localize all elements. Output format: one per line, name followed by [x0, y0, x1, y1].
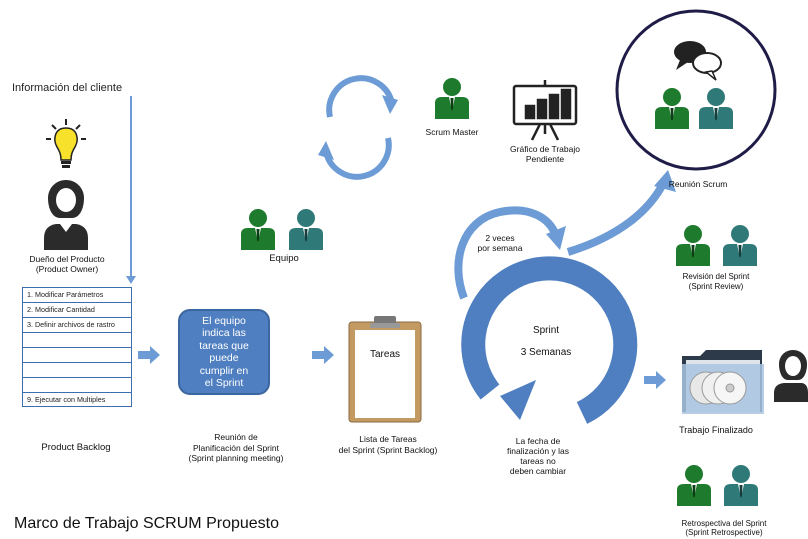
page-title: Marco de Trabajo SCRUM Propuesto [14, 515, 279, 532]
review-member-icon [723, 225, 757, 266]
client-info-label: Información del cliente [12, 82, 123, 94]
team-member-icon [241, 209, 275, 250]
cycle-arrows-icon [323, 75, 395, 180]
arrow-team-to-tasks [312, 346, 334, 364]
finished-work-label: Trabajo Finalizado [679, 425, 753, 435]
backlog-item [23, 363, 131, 378]
backlog-item [23, 333, 131, 348]
tasks-label: Tareas [369, 349, 400, 360]
sprint-duration-label: 3 Semanas [520, 347, 572, 358]
sprint-review-label: Revisión del Sprint (Sprint Review) [682, 272, 750, 291]
scrum-meeting-circle [615, 9, 777, 171]
team-tasks-text: El equipo indica las tareas que puede cu… [199, 314, 249, 390]
team-tasks-box: El equipo indica las tareas que puede cu… [178, 309, 270, 395]
sprint-backlog-label: Lista de Tareas del Sprint (Sprint Backl… [338, 434, 438, 455]
planning-meeting-label: Reunión de Planificación del Sprint (Spr… [188, 432, 284, 463]
backlog-item: 9. Ejecutar con Multiples [27, 395, 106, 404]
retro-member-icon [724, 465, 758, 506]
backlog-item: 1. Modificar Parámetros [23, 288, 131, 303]
chat-bubbles-icon [674, 41, 722, 81]
customer-avatar [774, 350, 808, 402]
sprint-retrospective-label: Retrospectiva del Sprint (Sprint Retrosp… [681, 519, 767, 537]
meeting-member-icon [655, 88, 689, 129]
twice-weekly-loop-arrow [454, 206, 566, 300]
scrum-master-label: Scrum Master [425, 127, 479, 137]
backlog-item: 2. Modificar Cantidad [23, 303, 131, 318]
backlog-item [23, 378, 131, 393]
team-member-icon [289, 209, 323, 250]
clipboard-icon [348, 316, 422, 423]
product-backlog-label: Product Backlog [41, 442, 111, 453]
disc-icon [689, 371, 747, 405]
burndown-label: Gráfico de Trabajo Pendiente [510, 144, 580, 164]
arrow-to-scrum-meeting [566, 180, 668, 256]
review-member-icon [676, 225, 710, 266]
sprint-constraint-label: La fecha de finalización y las tareas no… [507, 436, 569, 476]
arrow-sprint-to-finished [644, 371, 666, 389]
retro-member-icon [677, 465, 711, 506]
sprint-label: Sprint [532, 325, 560, 336]
scrum-meeting-label: Reunión Scrum [668, 179, 728, 189]
product-owner-label: Dueño del Producto (Product Owner) [29, 254, 105, 274]
backlog-item: 3. Definir archivos de rastro [23, 318, 131, 333]
product-backlog-list: 1. Modificar Parámetros 2. Modificar Can… [22, 287, 132, 407]
lightbulb-icon [46, 119, 86, 168]
burndown-chart-icon [512, 80, 578, 141]
sprint-cycle-arrow [461, 256, 638, 424]
arrow-backlog-to-team [138, 346, 160, 364]
meeting-member-icon [699, 88, 733, 129]
backlog-item [23, 348, 131, 363]
scrum-master-icon [435, 78, 469, 119]
product-owner-avatar [44, 180, 88, 250]
team-label: Equipo [269, 253, 299, 264]
twice-weekly-label: 2 veces por semana [477, 233, 523, 253]
